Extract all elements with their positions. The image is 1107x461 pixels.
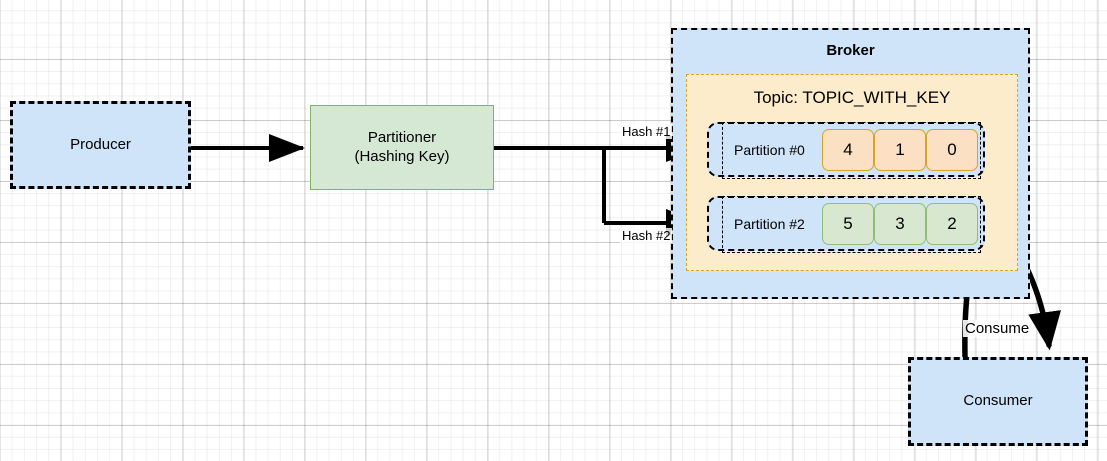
partitioner-label-line2: (Hashing Key) xyxy=(354,147,450,165)
message-cell[interactable]: 0 xyxy=(926,129,978,171)
producer-node[interactable]: Producer xyxy=(10,101,191,189)
partition-0-inner-border xyxy=(722,122,981,179)
consumer-label: Consumer xyxy=(963,392,1033,410)
producer-label: Producer xyxy=(70,135,131,153)
partition-0-container[interactable]: Partition #0 4 1 0 xyxy=(707,122,985,179)
edge-label-hash1: Hash #1 xyxy=(620,124,673,139)
consumer-node[interactable]: Consumer xyxy=(908,357,1088,446)
message-cell[interactable]: 4 xyxy=(822,129,874,171)
partition-2-messages: 5 3 2 xyxy=(822,203,978,245)
topic-title: Topic: TOPIC_WITH_KEY xyxy=(753,88,951,107)
partition-0-messages: 4 1 0 xyxy=(822,129,978,171)
partition-2-container[interactable]: Partition #2 5 3 2 xyxy=(707,196,985,253)
message-cell[interactable]: 3 xyxy=(874,203,926,245)
partition-2-inner-border xyxy=(722,196,981,253)
message-cell[interactable]: 5 xyxy=(822,203,874,245)
partition-2-label: Partition #2 xyxy=(734,216,805,232)
message-cell[interactable]: 2 xyxy=(926,203,978,245)
edge-label-hash2: Hash #2 xyxy=(620,228,673,243)
partition-0-label: Partition #0 xyxy=(734,142,805,158)
edge-label-consume: Consume xyxy=(963,320,1032,337)
partitioner-label-line1: Partitioner xyxy=(367,128,437,146)
message-cell[interactable]: 1 xyxy=(874,129,926,171)
partitioner-node[interactable]: Partitioner (Hashing Key) xyxy=(310,105,494,190)
broker-title: Broker xyxy=(826,42,875,59)
